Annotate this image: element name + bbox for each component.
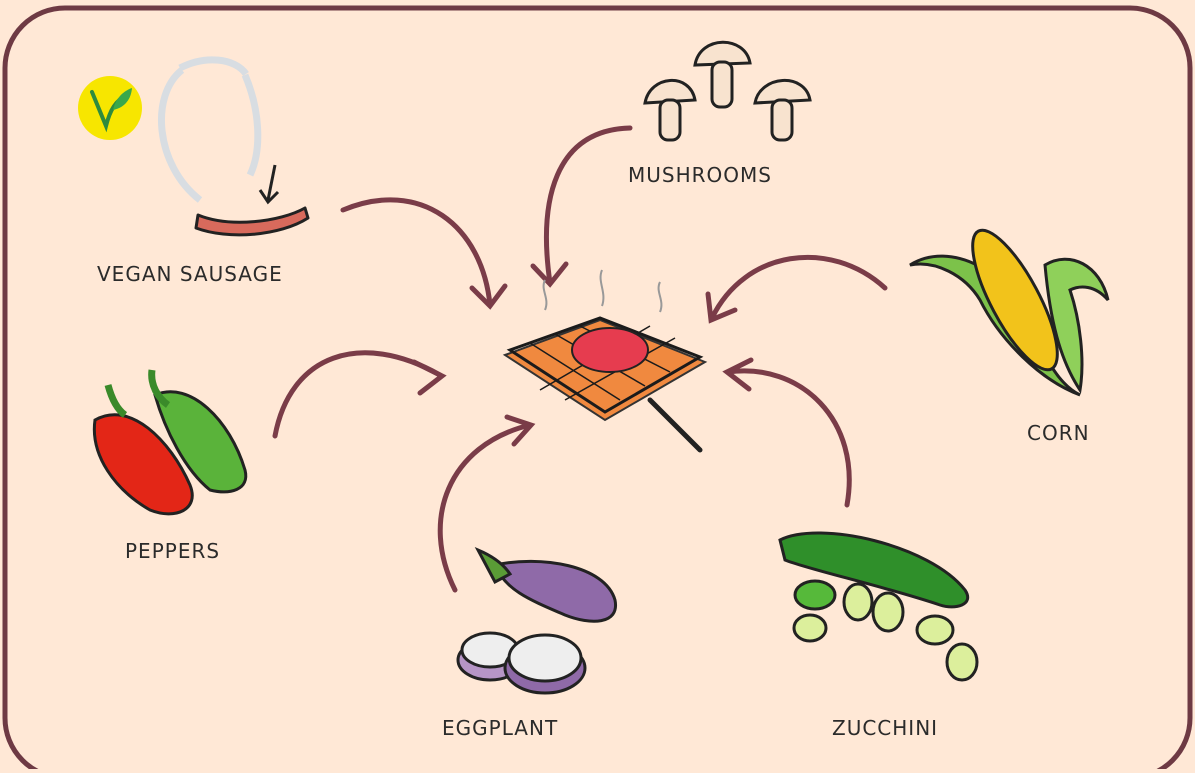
- label-peppers: PEPPERS: [125, 539, 220, 563]
- corn-icon: [910, 220, 1108, 395]
- label-zucchini: ZUCCHINI: [832, 716, 938, 740]
- arrow-from-zucchini-head: [727, 360, 751, 389]
- vegan-badge-icon: [78, 76, 142, 140]
- arrow-from-sausage: [343, 200, 490, 305]
- arrow-from-mushrooms: [546, 128, 630, 283]
- zucchini-icon: [780, 533, 977, 680]
- sausage-icon: [161, 60, 308, 235]
- label-mushrooms: MUSHROOMS: [628, 163, 772, 187]
- label-eggplant: EGGPLANT: [442, 716, 558, 740]
- arrow-from-zucchini: [728, 371, 849, 505]
- arrow-from-peppers-head: [414, 362, 442, 393]
- grill-icon: [505, 270, 705, 450]
- label-vegan-sausage: VEGAN SAUSAGE: [97, 262, 283, 286]
- peppers-icon: [94, 370, 245, 514]
- arrow-from-corn: [712, 257, 885, 318]
- label-corn: CORN: [1027, 421, 1090, 445]
- eggplant-icon: [458, 550, 616, 693]
- mushrooms-icon: [645, 42, 810, 140]
